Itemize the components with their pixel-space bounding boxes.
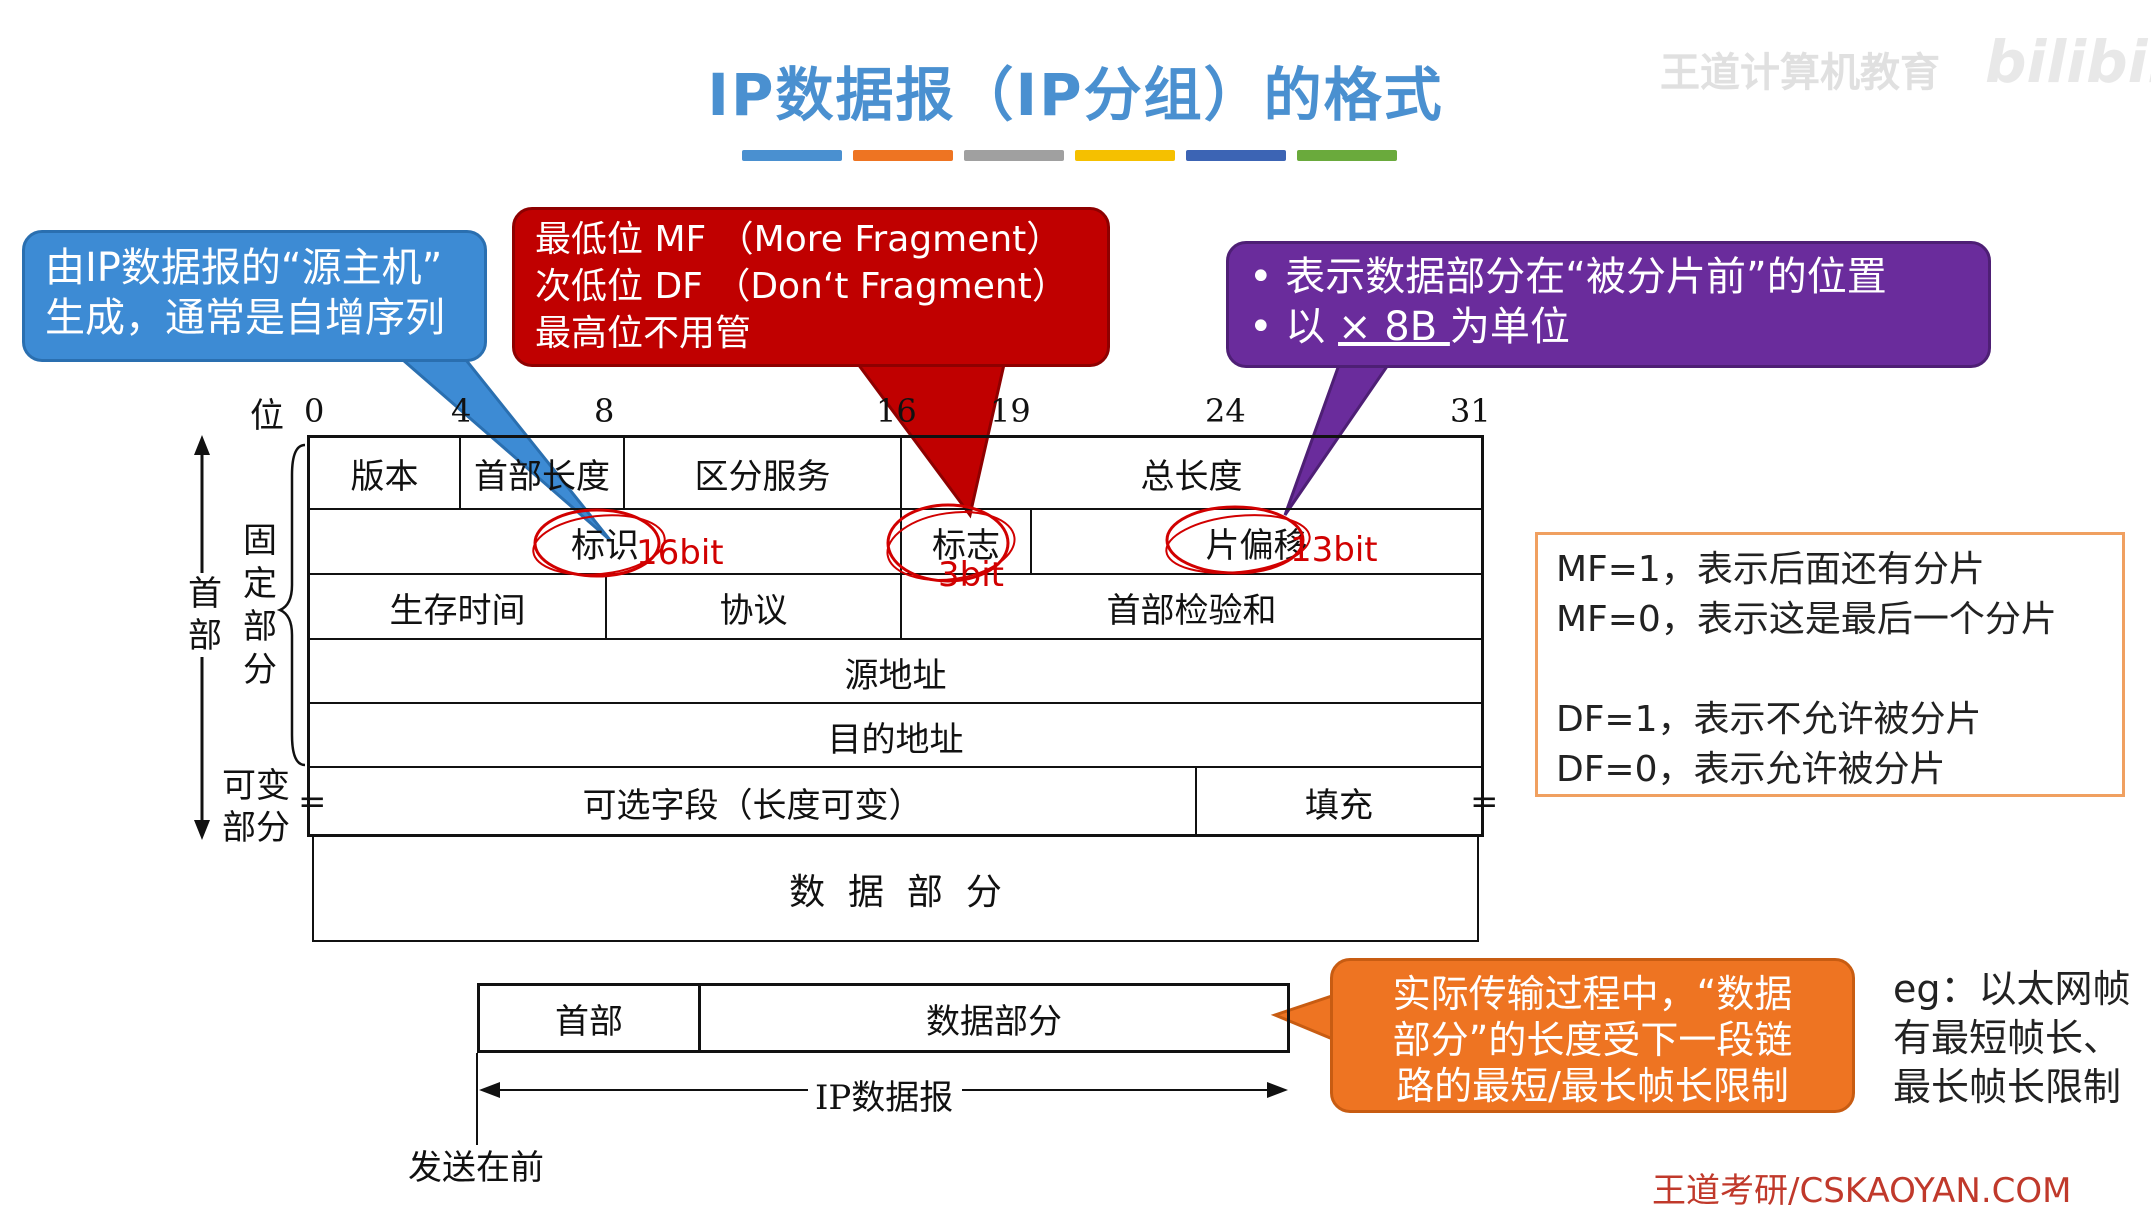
- data-length-callout: 实际传输过程中，“数据 部分”的长度受下一段链 路的最短/最长帧长限制: [1330, 958, 1855, 1113]
- color-bar-1: [742, 150, 842, 161]
- flags-bits: 3bit: [938, 555, 1004, 595]
- equals-marker: =: [298, 782, 327, 822]
- watermark-text: 王道计算机教育: [1660, 50, 1940, 96]
- datagram-arrows: [476, 1053, 1288, 1145]
- note-line: eg：以太网帧: [1893, 967, 2131, 1011]
- variable-part-label: 可变 部分: [222, 766, 290, 848]
- header-row-1: 版本 首部长度 区分服务 总长度: [310, 438, 1481, 508]
- field-version: 版本: [350, 456, 419, 497]
- flags-circle: [886, 503, 1010, 583]
- send-first-label: 发送在前: [408, 1148, 544, 1188]
- equals-marker: =: [1470, 782, 1499, 822]
- callout-line: 部分”的长度受下一段链: [1392, 1018, 1793, 1062]
- callout-line: 实际传输过程中，“数据: [1392, 972, 1793, 1016]
- callout-bullet: • 表示数据部分在“被分片前”的位置: [1249, 254, 1887, 300]
- note-line: 最长帧长限制: [1893, 1065, 2122, 1109]
- field-dst-addr: 目的地址: [827, 719, 964, 760]
- ethernet-note: eg：以太网帧 有最短帧长、 最长帧长限制: [1893, 965, 2131, 1112]
- field-total-length: 总长度: [900, 438, 1481, 508]
- field-identification: 标识: [571, 526, 639, 566]
- color-bar-2: [853, 150, 953, 161]
- field-ttl: 生存时间: [389, 591, 526, 631]
- unit-underlined: × 8B: [1338, 304, 1450, 350]
- field-options: 可选字段（长度可变）: [582, 785, 923, 826]
- flags-callout: 最低位 MF （More Fragment） 次低位 DF （Don‘t Fra…: [512, 207, 1110, 367]
- ip-header-table: 版本 首部长度 区分服务 总长度 标识 标志 片偏移 生存时间 协议 首部检验和…: [307, 435, 1484, 837]
- bit-mark: 19: [990, 392, 1031, 430]
- annotation-circles: [532, 503, 1311, 583]
- bit-mark: 31: [1450, 392, 1491, 430]
- datagram-box: 首部 数据部分: [477, 983, 1290, 1053]
- note-line: 有最短帧长、: [1893, 1016, 2122, 1060]
- fixed-part-label: 固 定 部 分: [243, 521, 277, 690]
- bit-mark: 4: [451, 392, 472, 430]
- field-src-addr: 源地址: [844, 655, 947, 696]
- callout-line: 次低位 DF （Don‘t Fragment）: [535, 266, 1068, 307]
- fragment-offset-callout: • 表示数据部分在“被分片前”的位置 • 以 × 8B 为单位: [1226, 241, 1991, 368]
- datagram-header: 首部: [555, 1001, 623, 1042]
- field-data: 数 据 部 分: [789, 871, 1002, 913]
- df0-text: DF=0，表示允许被分片: [1556, 749, 1946, 790]
- callout-line: 最低位 MF （More Fragment）: [535, 219, 1063, 260]
- color-bar-5: [1186, 150, 1286, 161]
- header-row-3: 生存时间 协议 首部检验和: [310, 573, 1481, 640]
- mf0-text: MF=0，表示这是最后一个分片: [1556, 599, 2057, 640]
- identification-callout: 由IP数据报的“源主机” 生成，通常是自增序列: [22, 230, 487, 362]
- field-checksum: 首部检验和: [900, 575, 1481, 640]
- field-protocol: 协议: [605, 575, 900, 640]
- callout-line: 最高位不用管: [535, 313, 752, 354]
- field-flags: 标志: [900, 510, 1030, 575]
- header-side-label: 首部: [185, 573, 225, 657]
- color-bar-4: [1075, 150, 1175, 161]
- callout-line: 由IP数据报的“源主机”: [45, 245, 443, 291]
- footer-url: 王道考研/CSKAOYAN.COM: [1652, 1171, 2072, 1211]
- callout-line: 生成，通常是自增序列: [45, 295, 445, 341]
- datagram-data: 数据部分: [698, 986, 1287, 1050]
- flag-explanation-box: MF=1，表示后面还有分片 MF=0，表示这是最后一个分片 DF=1，表示不允许…: [1535, 532, 2125, 797]
- header-row-5: 目的地址: [310, 702, 1481, 768]
- datagram-label: IP数据报: [815, 1078, 954, 1118]
- fragment-offset-bits: 13bit: [1290, 530, 1378, 570]
- df1-text: DF=1，表示不允许被分片: [1556, 699, 1982, 740]
- header-row-4: 源地址: [310, 638, 1481, 704]
- bit-mark: 24: [1205, 392, 1246, 430]
- header-row-6: 可选字段（长度可变） 填充: [310, 766, 1481, 836]
- field-dsf: 区分服务: [623, 438, 900, 508]
- data-part-box: 数 据 部 分: [312, 837, 1479, 942]
- field-padding: 填充: [1195, 768, 1481, 836]
- identification-bits: 16bit: [636, 533, 724, 573]
- field-header-length: 首部长度: [459, 438, 623, 508]
- mf1-text: MF=1，表示后面还有分片: [1556, 549, 1985, 590]
- color-bar-6: [1297, 150, 1397, 161]
- bit-label: 位: [250, 396, 284, 436]
- callout-bullet: • 以 × 8B 为单位: [1249, 304, 1570, 350]
- color-bar-3: [964, 150, 1064, 161]
- page-title: IP数据报（IP分组）的格式: [707, 61, 1444, 129]
- bit-mark: 0: [304, 392, 325, 430]
- bit-mark: 8: [594, 392, 615, 430]
- callout-line: 路的最短/最长帧长限制: [1396, 1064, 1789, 1108]
- bit-mark: 16: [876, 392, 917, 430]
- bilibili-logo: bilibili: [1985, 28, 2151, 96]
